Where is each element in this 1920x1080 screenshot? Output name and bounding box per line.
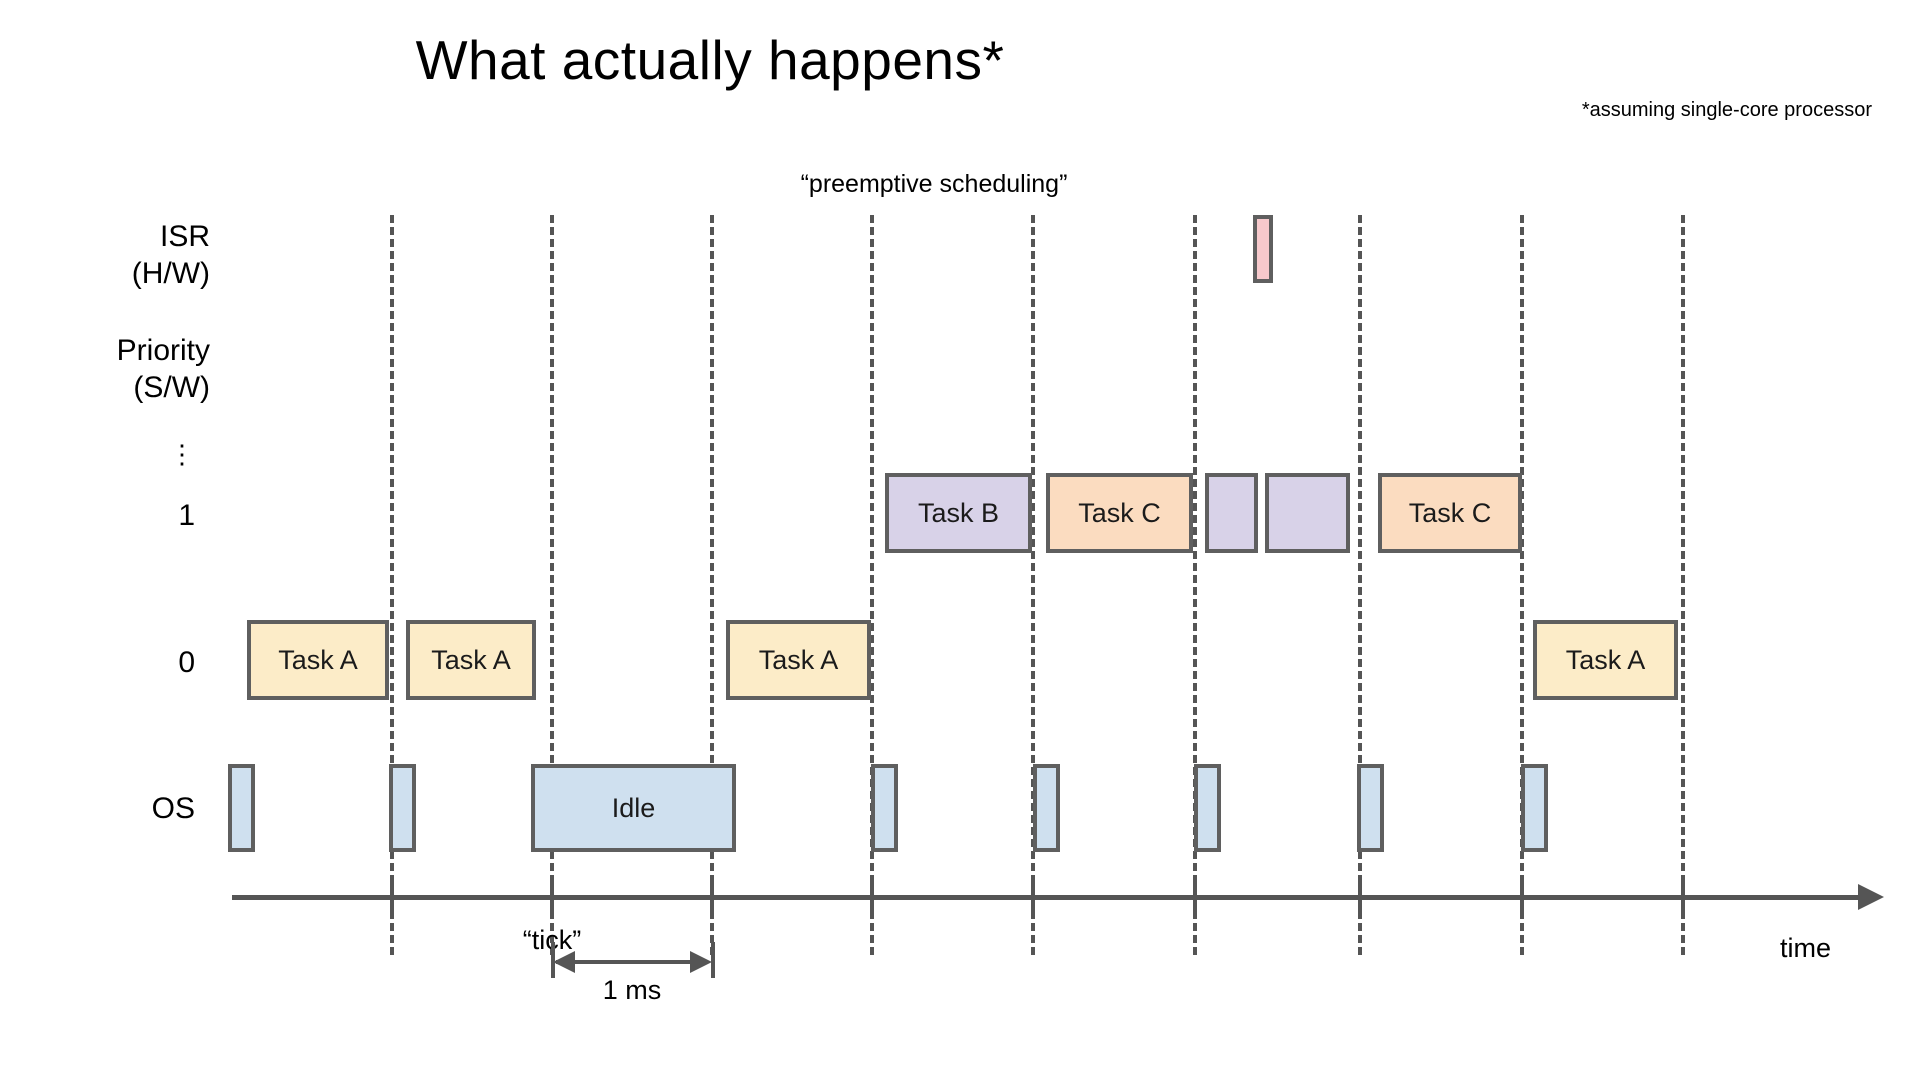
- priority0-block-label: Task A: [1565, 644, 1646, 675]
- os-block-0[interactable]: [228, 764, 255, 852]
- axis-tick-0: [390, 880, 394, 912]
- tick-dim-arrow-right-icon: [690, 951, 712, 973]
- gridline-2: [710, 215, 714, 955]
- gridline-3: [870, 215, 874, 955]
- priority0-block-1[interactable]: Task A: [406, 620, 536, 700]
- os-block-7[interactable]: [1521, 764, 1548, 852]
- axis-tick-8: [1681, 880, 1685, 912]
- row-label-priority-1: 1: [178, 499, 195, 532]
- os-block-3[interactable]: [871, 764, 898, 852]
- os-block-6[interactable]: [1357, 764, 1384, 852]
- row-label-priority: Priority (S/W): [116, 334, 210, 405]
- axis-tick-4: [1031, 880, 1035, 912]
- tick-dim-cap-right: [711, 942, 715, 978]
- priority0-block-label: Task A: [431, 644, 511, 675]
- time-axis-arrow-icon: [1858, 884, 1884, 910]
- priority1-block-3[interactable]: [1265, 473, 1350, 553]
- axis-tick-1: [550, 880, 554, 912]
- time-axis-line: [232, 895, 1862, 900]
- axis-tick-2: [710, 880, 714, 912]
- footnote-text: *assuming single-core processor: [1581, 99, 1872, 121]
- priority0-block-2[interactable]: Task A: [726, 620, 871, 700]
- gridline-6: [1358, 215, 1362, 955]
- priority1-block-1[interactable]: Task C: [1046, 473, 1193, 553]
- page-title: What actually happens*: [415, 29, 1005, 91]
- row-label-priority-0: 0: [178, 646, 195, 679]
- gridline-5: [1193, 215, 1197, 955]
- tick-duration-label: 1 ms: [602, 975, 662, 1005]
- preemptive-scheduling-callout: “preemptive scheduling”: [800, 170, 1068, 198]
- tick-dim-line: [556, 960, 708, 964]
- gridline-0: [390, 215, 394, 955]
- axis-tick-3: [870, 880, 874, 912]
- gridline-4: [1031, 215, 1035, 955]
- axis-tick-5: [1193, 880, 1197, 912]
- gridline-8: [1681, 215, 1685, 955]
- axis-tick-7: [1520, 880, 1524, 912]
- priority0-block-label: Task A: [758, 644, 839, 675]
- priority1-block-4[interactable]: Task C: [1378, 473, 1522, 553]
- os-block-1[interactable]: [389, 764, 416, 852]
- priority1-block-2[interactable]: [1205, 473, 1258, 553]
- priority1-block-label: Task C: [1078, 497, 1161, 528]
- priority0-block-0[interactable]: Task A: [247, 620, 389, 700]
- tick-dim-arrow-left-icon: [553, 951, 575, 973]
- axis-tick-6: [1358, 880, 1362, 912]
- gridline-1: [550, 215, 554, 955]
- gridline-7: [1520, 215, 1524, 955]
- priority1-block-0[interactable]: Task B: [885, 473, 1032, 553]
- row-label-ellipsis: ⋮: [169, 439, 195, 469]
- priority1-block-label: Task C: [1408, 497, 1492, 528]
- priority0-block-3[interactable]: Task A: [1533, 620, 1678, 700]
- isr-block-0[interactable]: [1253, 215, 1273, 283]
- row-label-isr: ISR (H/W): [131, 220, 210, 291]
- priority0-block-label: Task A: [278, 644, 358, 675]
- os-block-2[interactable]: Idle: [531, 764, 736, 852]
- os-block-4[interactable]: [1033, 764, 1060, 852]
- row-label-os: OS: [151, 792, 195, 825]
- os-block-5[interactable]: [1194, 764, 1221, 852]
- time-axis-label: time: [1780, 933, 1832, 963]
- priority1-block-label: Task B: [917, 497, 1000, 528]
- os-block-label: Idle: [611, 792, 656, 823]
